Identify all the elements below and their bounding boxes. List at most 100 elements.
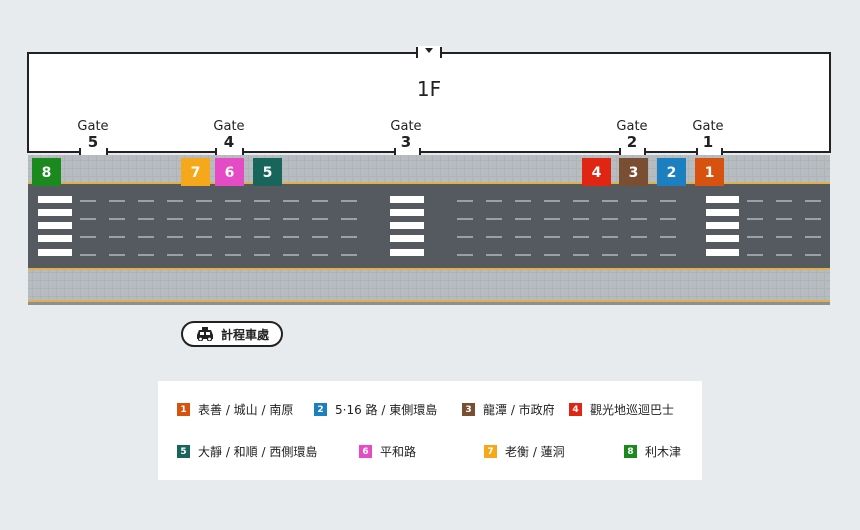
lane-dash xyxy=(544,218,560,220)
legend-number: 6 xyxy=(359,445,372,458)
legend-item: 8 利木津 xyxy=(624,443,681,460)
lane-dash xyxy=(747,218,763,220)
lane-dash xyxy=(312,218,328,220)
bus-stop-5[interactable]: 5 xyxy=(253,158,282,186)
lane-dash xyxy=(80,236,96,238)
stop-number: 1 xyxy=(705,165,715,181)
lane-dash xyxy=(631,218,647,220)
lane-markings xyxy=(80,200,821,256)
lane-dash xyxy=(631,200,647,202)
bus-stop-4[interactable]: 4 xyxy=(582,158,611,186)
crosswalk-stripe xyxy=(706,222,739,229)
lane-dash xyxy=(660,218,676,220)
bus-stop-8[interactable]: 8 xyxy=(32,158,61,186)
lane-dash xyxy=(515,254,531,256)
lane-dash xyxy=(254,254,270,256)
lane-dash xyxy=(631,254,647,256)
taxi-stand[interactable]: 計程車處 xyxy=(181,321,283,347)
lane-dash xyxy=(747,200,763,202)
stop-number: 5 xyxy=(263,165,273,181)
legend-text: 平和路 xyxy=(380,445,417,459)
legend-item: 5 大靜 / 和順 / 西側環島 xyxy=(177,443,317,460)
bus-stop-1[interactable]: 1 xyxy=(695,158,724,186)
route-legend: 1 表善 / 城山 / 南原 2 5·16 路 / 東側環島 3 龍潭 / 市政… xyxy=(158,381,702,480)
lane-dash xyxy=(312,236,328,238)
bus-stop-2[interactable]: 2 xyxy=(657,158,686,186)
legend-text: 龍潭 / 市政府 xyxy=(483,403,555,417)
lane-dash xyxy=(515,200,531,202)
lane-dash xyxy=(167,236,183,238)
lane-dash xyxy=(167,218,183,220)
lane-dash xyxy=(312,200,328,202)
lane-dash xyxy=(196,254,212,256)
lane-dash xyxy=(80,254,96,256)
legend-item: 1 表善 / 城山 / 南原 xyxy=(177,401,293,418)
bus-stop-3[interactable]: 3 xyxy=(619,158,648,186)
lane-dash xyxy=(109,200,125,202)
lane-dash xyxy=(457,236,473,238)
lane-dash xyxy=(776,236,792,238)
lane-dash xyxy=(167,200,183,202)
lane-dash xyxy=(341,236,357,238)
crosswalk-stripe xyxy=(38,235,72,242)
gate-number: 1 xyxy=(703,133,713,151)
crosswalk-stripe xyxy=(38,222,72,229)
lane-dash xyxy=(138,236,154,238)
lane-dash xyxy=(138,254,154,256)
lane-dash xyxy=(167,254,183,256)
lane-dash xyxy=(109,236,125,238)
lane-dash xyxy=(457,200,473,202)
taxi-icon xyxy=(196,327,213,341)
lane-dash xyxy=(457,254,473,256)
gate-5[interactable]: Gate 5 xyxy=(77,119,109,157)
lane-dash xyxy=(225,254,241,256)
crosswalk-stripe xyxy=(390,235,424,242)
lane-dash xyxy=(225,200,241,202)
lane-dash xyxy=(805,200,821,202)
lane-dash xyxy=(80,200,96,202)
crosswalk-stripe xyxy=(38,209,72,216)
bus-stop-6[interactable]: 6 xyxy=(215,158,244,186)
crosswalk-stripe xyxy=(706,249,739,256)
lane-dash xyxy=(573,200,589,202)
crosswalks xyxy=(38,196,739,256)
legend-text: 觀光地巡迴巴士 xyxy=(590,403,675,417)
stop-number: 2 xyxy=(667,165,677,181)
bus-stop-7[interactable]: 7 xyxy=(181,158,210,186)
stop-number: 6 xyxy=(225,165,235,181)
stop-number: 3 xyxy=(629,165,639,181)
legend-item: 2 5·16 路 / 東側環島 xyxy=(314,401,437,418)
lane-dash xyxy=(602,236,618,238)
lane-dash xyxy=(341,254,357,256)
gate-number: 5 xyxy=(88,133,98,151)
lane-dash xyxy=(573,254,589,256)
legend-number: 5 xyxy=(177,445,190,458)
stop-number: 7 xyxy=(191,165,201,181)
legend-text: 大靜 / 和順 / 西側環島 xyxy=(198,445,318,459)
lane-dash xyxy=(602,200,618,202)
gate-label: Gate xyxy=(213,119,244,134)
lane-dash xyxy=(196,218,212,220)
crosswalk-stripe xyxy=(390,209,424,216)
gate-number: 4 xyxy=(224,133,234,151)
lane-dash xyxy=(283,200,299,202)
lane-dash xyxy=(109,218,125,220)
lane-dash xyxy=(225,236,241,238)
curb-line-upper xyxy=(28,182,830,184)
legend-text: 5·16 路 / 東側環島 xyxy=(335,403,438,417)
lane-dash xyxy=(515,236,531,238)
lane-dash xyxy=(486,254,502,256)
lane-dash xyxy=(544,236,560,238)
lane-dash xyxy=(283,254,299,256)
entrance-marker xyxy=(416,46,442,58)
legend-number: 4 xyxy=(569,403,582,416)
lane-dash xyxy=(341,218,357,220)
lane-dash xyxy=(776,200,792,202)
legend-text: 表善 / 城山 / 南原 xyxy=(198,403,294,417)
lane-dash xyxy=(312,254,328,256)
lane-dash xyxy=(196,236,212,238)
lane-dash xyxy=(573,218,589,220)
lane-dash xyxy=(776,218,792,220)
legend-text: 利木津 xyxy=(645,445,682,459)
